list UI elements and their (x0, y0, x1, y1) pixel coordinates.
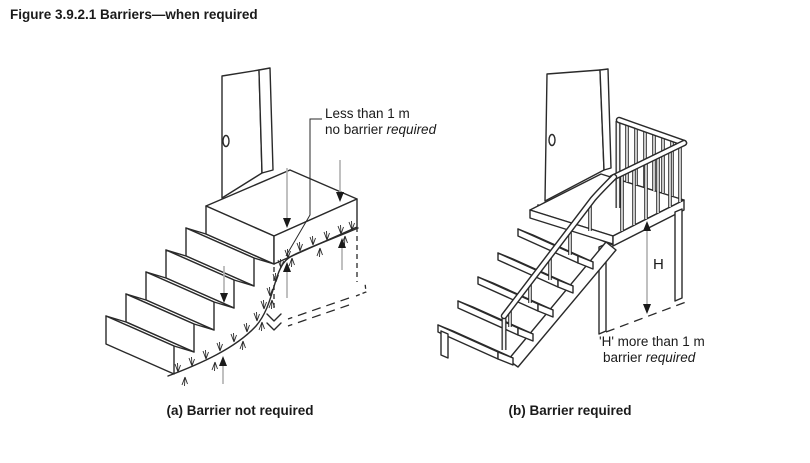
annotation-a-line2: no barrier required (325, 122, 437, 137)
caption-b: (b) Barrier required (508, 403, 632, 418)
caption-a: (a) Barrier not required (166, 403, 314, 418)
stair-stringer (507, 241, 617, 368)
annotation-leader-line (285, 118, 322, 257)
door-frame-a (258, 67, 274, 174)
landing-a (205, 169, 358, 265)
landing-post-right (674, 208, 683, 302)
door-handle-b (548, 133, 556, 147)
step-leg (440, 330, 449, 359)
dimension-label-h: H (653, 256, 664, 273)
landing-balustrade (608, 116, 688, 231)
annotation-b: 'H' more than 1 m barrier required (599, 334, 705, 366)
door-a (221, 67, 274, 199)
ground-break-symbol (266, 313, 282, 331)
figure-title: Figure 3.9.2.1 Barriers—when required (10, 7, 258, 22)
door-handle (222, 134, 230, 148)
annotation-b-line2: barrier required (603, 350, 696, 365)
annotation-b-line1: 'H' more than 1 m (599, 334, 705, 349)
hidden-ground-lines (266, 227, 367, 331)
stair-handrail (500, 173, 618, 320)
annotation-a-line1: Less than 1 m (325, 106, 410, 121)
h-dimension (643, 221, 651, 314)
diagram-a-stairs-no-barrier (105, 67, 367, 387)
steps-a (105, 227, 275, 375)
door-b (544, 68, 612, 202)
height-arrows-a (219, 160, 346, 384)
annotation-a: Less than 1 m no barrier required (325, 106, 436, 138)
diagram-b-stairs-with-barrier (437, 68, 688, 368)
door-frame-b (599, 68, 612, 171)
landing-fascia (612, 199, 685, 247)
